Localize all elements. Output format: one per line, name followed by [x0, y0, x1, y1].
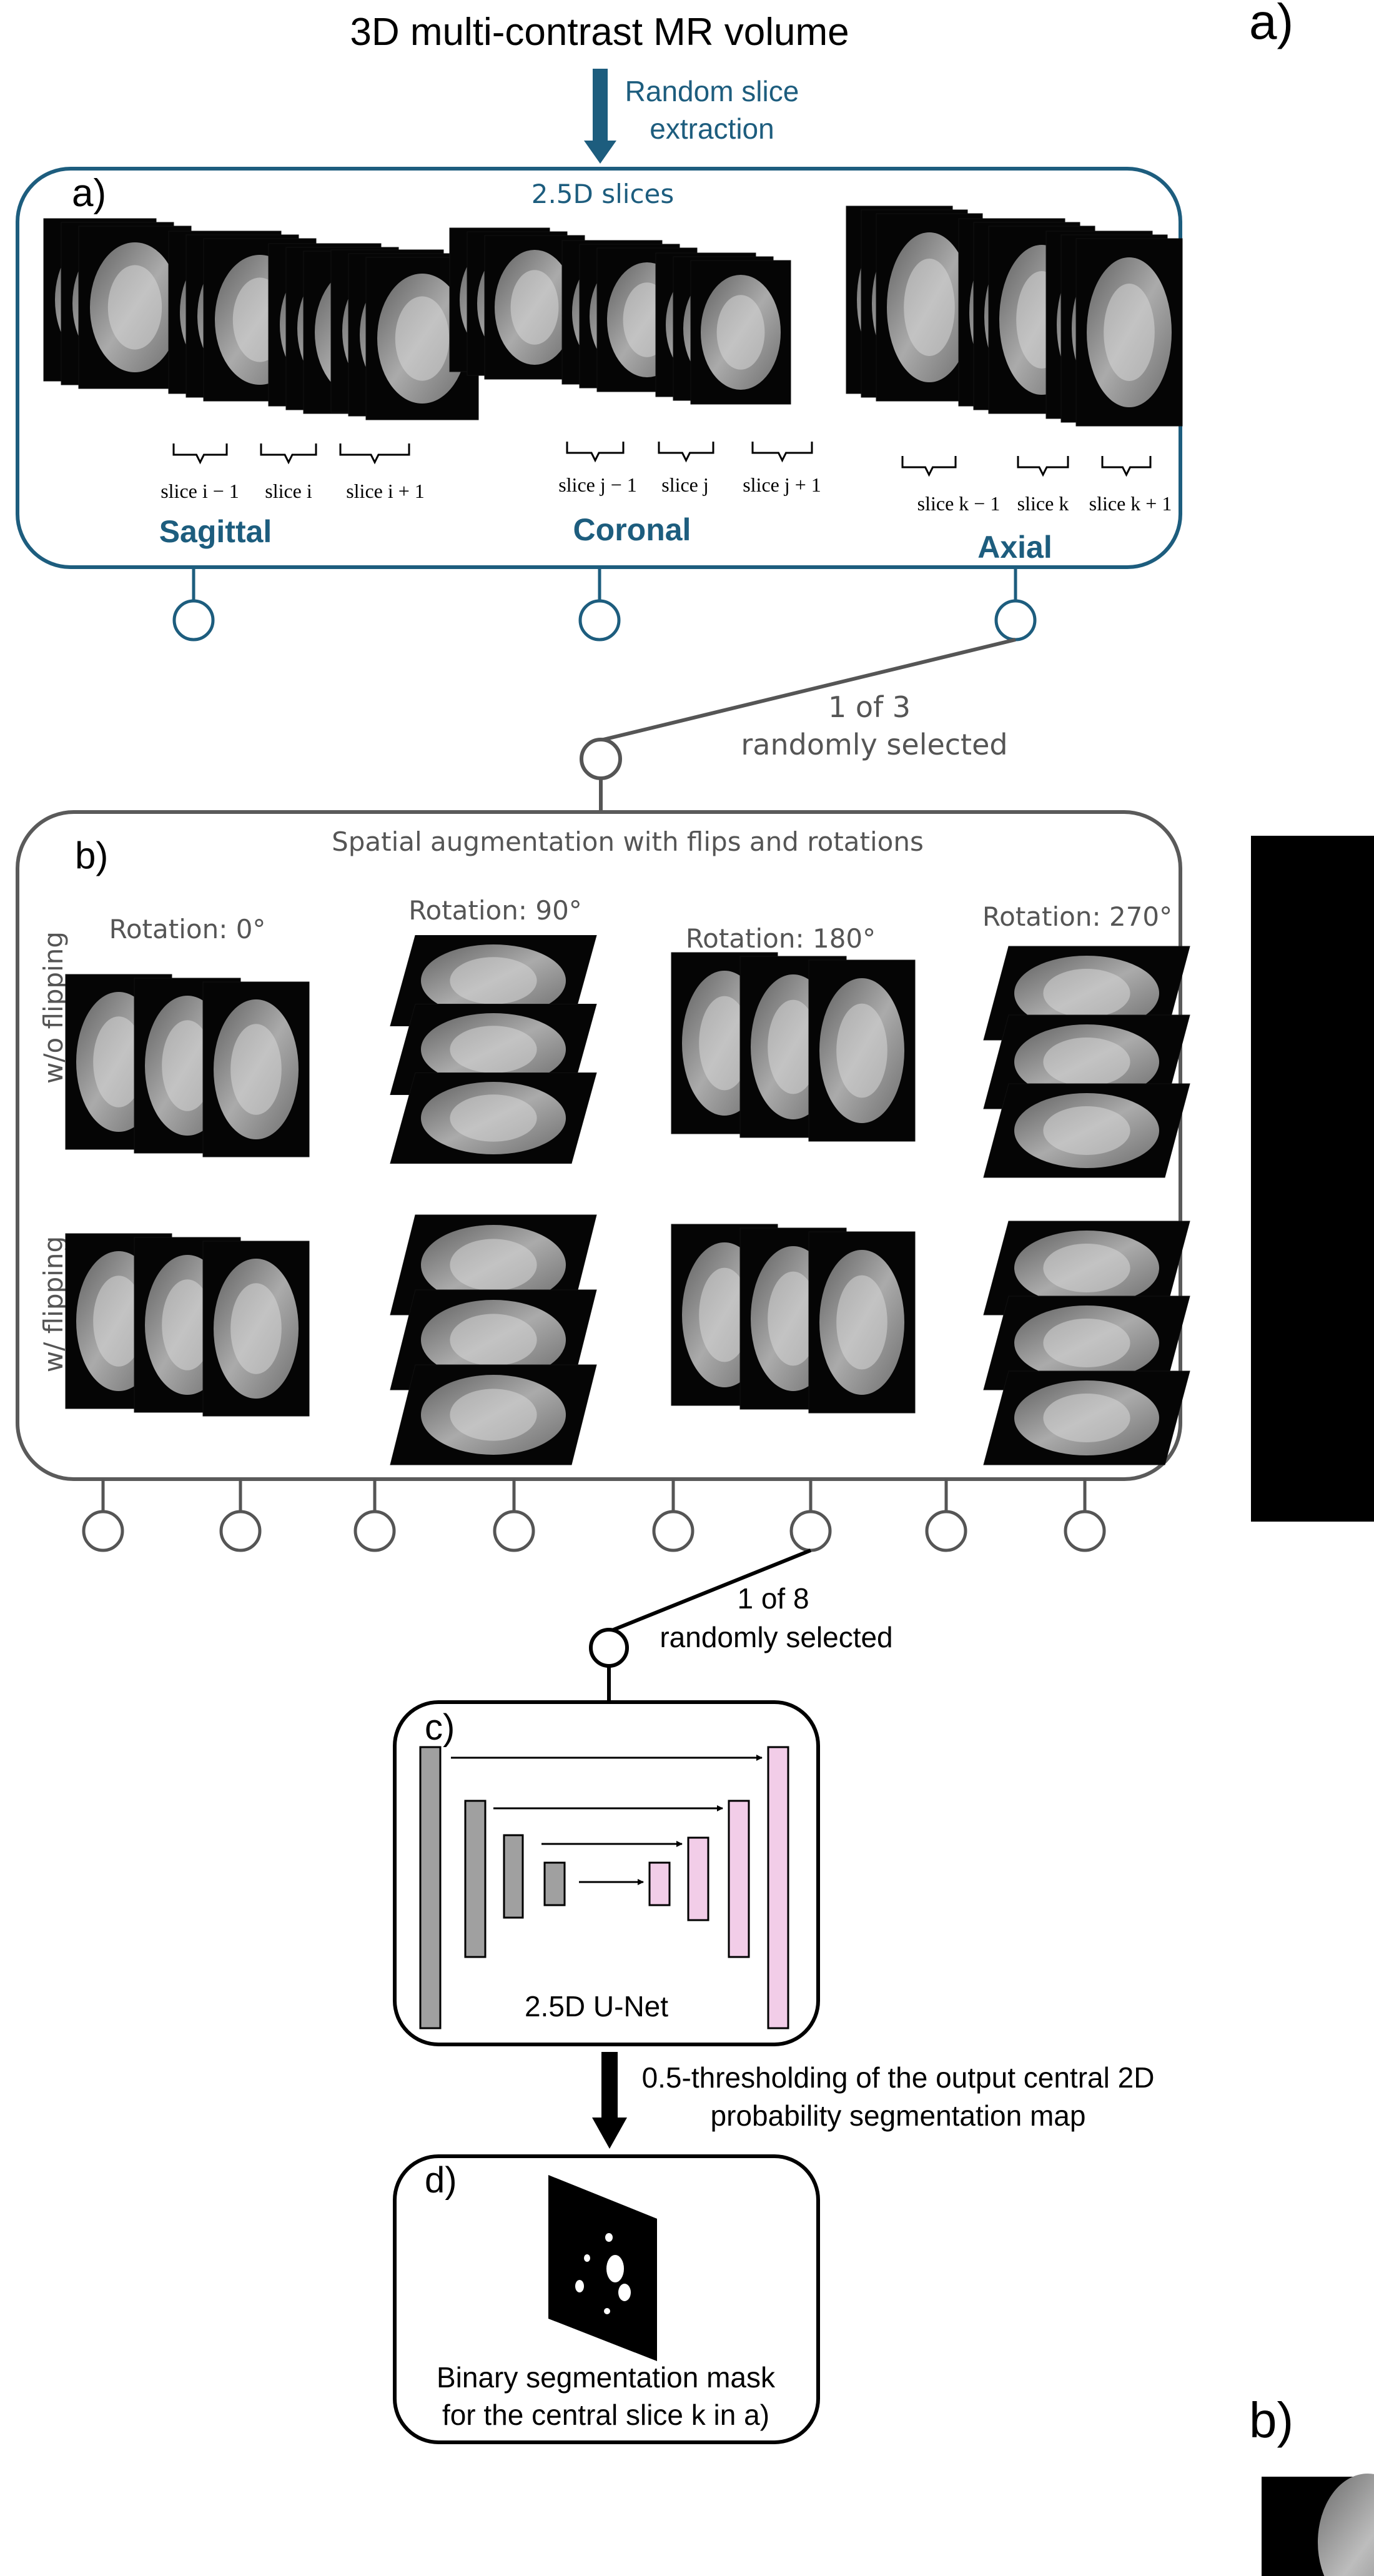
right-partial-image [1262, 2474, 1374, 2576]
panel-d-tag: d) [425, 2160, 457, 2201]
mr-slice [484, 235, 585, 380]
extraction-arrow [584, 69, 616, 164]
segmentation-mask-image [548, 2175, 657, 2361]
selection-2-line2: randomly selected [660, 1621, 892, 1653]
corner-label-a: a) [1249, 0, 1293, 49]
slice-brace [658, 442, 714, 463]
selection-1-line2: randomly selected [741, 728, 1007, 761]
rotation-label-90: Rotation: 90° [408, 895, 582, 926]
slice-label-k: slice k [1017, 492, 1069, 515]
selection-1-connector [580, 638, 1016, 812]
unet-decoder [648, 1746, 789, 2029]
panel-c: c) 2.5D U-Net [393, 1700, 820, 2046]
augmentation-node-3 [353, 1510, 396, 1552]
panel-a: a) 2.5D slices slice i − 1 slice i slice… [16, 167, 1183, 569]
mr-slice [690, 260, 791, 405]
mr-slice [390, 935, 597, 1026]
augmentation-node-5 [652, 1510, 694, 1552]
slice-brace [901, 456, 957, 477]
skip-connections [451, 1755, 763, 1885]
selection-1-node [580, 738, 622, 780]
slice-label-k-minus: slice k − 1 [917, 492, 1001, 515]
slice-brace [1101, 456, 1152, 477]
slice-label-k-plus: slice k + 1 [1089, 492, 1172, 515]
slice-brace [339, 443, 410, 465]
mr-slice [876, 213, 983, 402]
selection-1-line1: 1 of 3 [828, 690, 911, 724]
mr-slice [202, 981, 310, 1157]
panel-a-tag: a) [72, 172, 106, 215]
right-black-panel [1251, 836, 1374, 1522]
slice-stacks [43, 206, 1183, 427]
slice-label-j: slice j [661, 473, 709, 496]
panel-a-title: 2.5D slices [531, 179, 675, 209]
selection-2-node [589, 1628, 629, 1668]
threshold-line1: 0.5-thresholding of the output central 2… [642, 2061, 1155, 2094]
mr-slice [390, 1004, 597, 1095]
panel-b-tag: b) [75, 835, 108, 876]
view-node-coronal [578, 599, 621, 642]
slice-braces [172, 442, 1152, 477]
diagram-title: 3D multi-contrast MR volume [350, 11, 849, 54]
mr-slice [202, 1241, 310, 1417]
row-label-with-flipping: w/ flipping [38, 1236, 69, 1372]
extraction-label-line1: Random slice [625, 75, 799, 107]
row-label-without-flipping: w/o flipping [38, 931, 69, 1084]
augmentation-node-6 [789, 1510, 832, 1552]
unet-encoder [419, 1746, 566, 2029]
unet-label: 2.5D U-Net [525, 1990, 668, 2023]
rotation-label-0: Rotation: 0° [109, 914, 266, 944]
panel-d-line1: Binary segmentation mask [437, 2361, 776, 2394]
slice-label-i-plus: slice i + 1 [346, 480, 425, 502]
threshold-line2: probability segmentation map [711, 2099, 1086, 2132]
augmentation-node-4 [493, 1510, 535, 1552]
view-label-coronal: Coronal [573, 512, 691, 547]
rotation-label-270: Rotation: 270° [982, 901, 1172, 932]
view-label-axial: Axial [977, 530, 1052, 565]
mr-slice [390, 1073, 597, 1164]
slice-brace [1017, 456, 1069, 477]
mr-slice [1075, 238, 1183, 427]
augmentation-node-2 [219, 1510, 262, 1552]
view-connectors [172, 567, 1037, 642]
slice-label-j-minus: slice j − 1 [558, 473, 637, 496]
augmented-stacks [65, 935, 1190, 1465]
augmentation-connectors [82, 1479, 1106, 1552]
slice-brace [566, 442, 625, 463]
panel-d: d) Binary segmentation mask for the cent… [393, 2154, 820, 2444]
augmentation-node-7 [925, 1510, 967, 1552]
panel-d-line2: for the central slice k in a) [442, 2399, 769, 2431]
corner-label-b: b) [1249, 2392, 1293, 2448]
threshold-arrow [592, 2052, 627, 2149]
mr-slice [390, 1364, 597, 1465]
slice-label-i: slice i [265, 480, 312, 502]
slice-label-j-plus: slice j + 1 [743, 473, 821, 496]
view-node-axial [994, 599, 1037, 642]
mr-slice [983, 1295, 1190, 1390]
view-label-sagittal: Sagittal [159, 514, 272, 549]
mr-slice [78, 225, 192, 389]
mr-slice [983, 1083, 1190, 1178]
view-node-sagittal [172, 599, 215, 642]
panel-c-tag: c) [425, 1707, 455, 1748]
mr-slice [808, 1231, 916, 1414]
panel-b: b) Spatial augmentation with flips and r… [16, 810, 1190, 1481]
mr-slice [983, 1221, 1190, 1315]
selection-2-line1: 1 of 8 [737, 1582, 809, 1615]
slice-brace [172, 443, 228, 465]
slice-brace [751, 442, 813, 463]
selection-2-connector [589, 1548, 812, 1702]
rotation-label-180: Rotation: 180° [686, 923, 876, 954]
panel-b-title: Spatial augmentation with flips and rota… [332, 826, 924, 857]
mr-slice [808, 959, 916, 1142]
slice-brace [260, 443, 317, 465]
augmentation-node-1 [82, 1510, 124, 1552]
augmentation-node-8 [1064, 1510, 1106, 1552]
mr-slice [983, 1370, 1190, 1465]
extraction-label-line2: extraction [650, 112, 774, 145]
slice-label-i-minus: slice i − 1 [161, 480, 239, 502]
